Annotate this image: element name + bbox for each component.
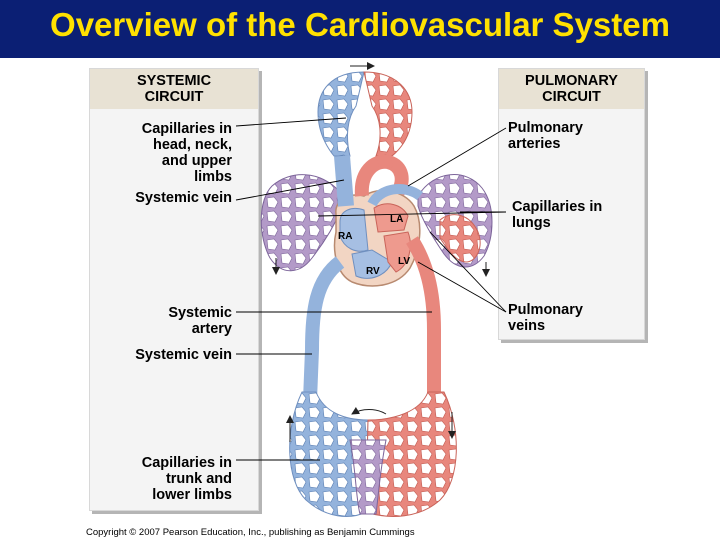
pulmonary-panel-header: PULMONARY CIRCUIT xyxy=(499,69,644,109)
title-bar xyxy=(0,0,720,58)
leader-systemic-vein-upper xyxy=(235,179,345,201)
left-lung-capillary-bed xyxy=(260,174,343,272)
trunk-capillary-bed-red xyxy=(365,391,457,517)
systemic-panel: SYSTEMIC CIRCUIT xyxy=(89,68,259,511)
label-capillaries-head: Capillaries in head, neck, and upper lim… xyxy=(141,121,232,185)
head-capillary-bed-red xyxy=(363,71,413,157)
leader-capillaries-lungs-b xyxy=(317,211,507,217)
superior-vena-cava xyxy=(334,155,354,207)
chamber-label-lv: LV xyxy=(398,256,411,267)
systemic-panel-header: SYSTEMIC CIRCUIT xyxy=(90,69,258,109)
page-title: Overview of the Cardiovascular System xyxy=(50,6,670,43)
leader-pulmonary-veins-a xyxy=(429,231,507,313)
label-pulmonary-arteries: Pulmonary arteries xyxy=(508,120,583,152)
head-capillary-bed-blue xyxy=(317,71,365,157)
label-capillaries-trunk: Capillaries in trunk and lower limbs xyxy=(141,455,232,503)
pulmonary-circuit-heading: PULMONARY CIRCUIT xyxy=(525,73,618,105)
chamber-label-la: LA xyxy=(390,214,404,225)
leader-pulmonary-veins-b xyxy=(417,261,507,313)
leader-pulmonary-arteries xyxy=(407,127,507,187)
chamber-label-ra: RA xyxy=(338,231,353,242)
leader-capillaries-head xyxy=(235,117,347,127)
chamber-label-rv: RV xyxy=(366,266,380,277)
left-ventricle xyxy=(383,231,411,273)
trunk-capillary-bed-blue xyxy=(289,391,369,517)
copyright-notice: Copyright © 2007 Pearson Education, Inc.… xyxy=(86,527,415,538)
trunk-capillary-mixing-zone xyxy=(349,439,387,515)
ascending-artery xyxy=(377,154,393,170)
label-systemic-vein-lower: Systemic vein xyxy=(135,347,232,363)
right-lung-red-portion xyxy=(439,214,481,263)
label-capillaries-lungs: Capillaries in lungs xyxy=(512,199,603,231)
left-atrium xyxy=(373,203,409,233)
flow-arrow-bottom xyxy=(351,406,387,415)
pulmonary-panel: PULMONARY CIRCUIT xyxy=(498,68,645,340)
right-atrium xyxy=(339,208,369,252)
descending-aorta xyxy=(406,236,441,400)
inferior-vena-cava xyxy=(303,256,345,401)
label-systemic-artery: Systemic artery xyxy=(168,305,232,337)
pulmonary-trunk xyxy=(367,184,423,207)
systemic-circuit-heading: SYSTEMIC CIRCUIT xyxy=(136,73,212,105)
label-pulmonary-veins: Pulmonary veins xyxy=(508,302,583,334)
label-systemic-vein-upper: Systemic vein xyxy=(135,190,232,206)
